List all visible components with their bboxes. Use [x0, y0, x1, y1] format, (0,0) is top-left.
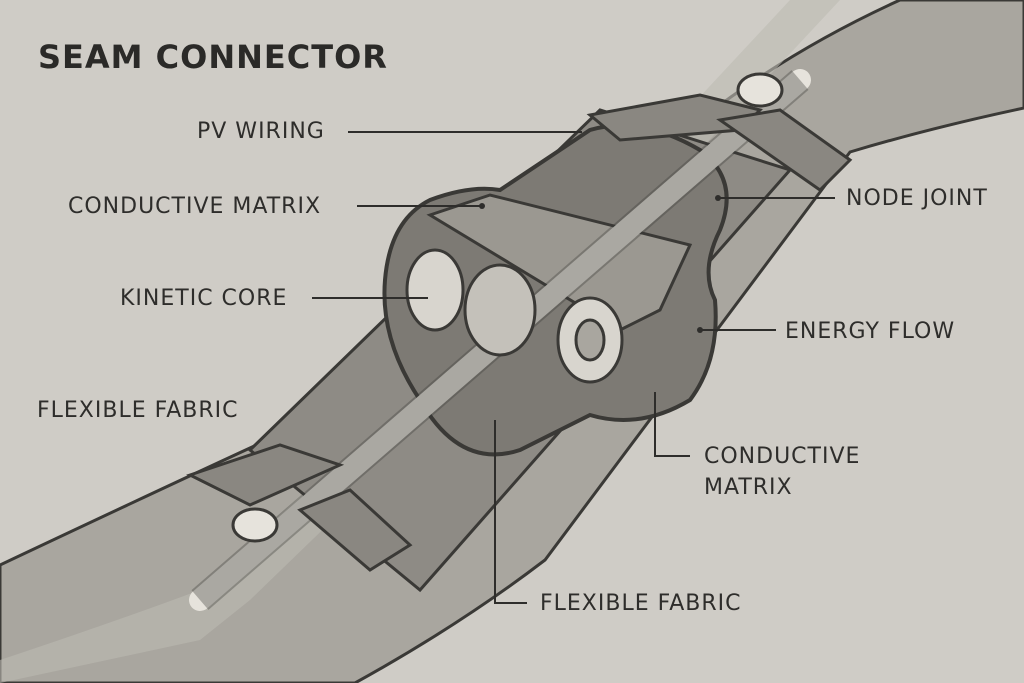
diagram-title: SEAM CONNECTOR [38, 38, 388, 76]
clamps [186, 72, 853, 572]
label-kinetic-core: KINETIC CORE [120, 286, 288, 311]
label-conductive-matrix-right-2: MATRIX [704, 475, 793, 500]
label-flexible-fabric-left: FLEXIBLE FABRIC [37, 398, 239, 423]
label-energy-flow: ENERGY FLOW [785, 319, 956, 344]
label-pv-wiring: PV WIRING [197, 119, 325, 144]
label-node-joint: NODE JOINT [846, 186, 988, 211]
leader-lines [312, 131, 835, 604]
label-conductive-matrix-right-1: CONDUCTIVE [704, 444, 861, 469]
label-flexible-fabric-bottom: FLEXIBLE FABRIC [540, 591, 742, 616]
label-conductive-matrix-left: CONDUCTIVE MATRIX [68, 194, 322, 219]
rollers [405, 248, 624, 384]
fabric-stripe [0, 0, 840, 683]
